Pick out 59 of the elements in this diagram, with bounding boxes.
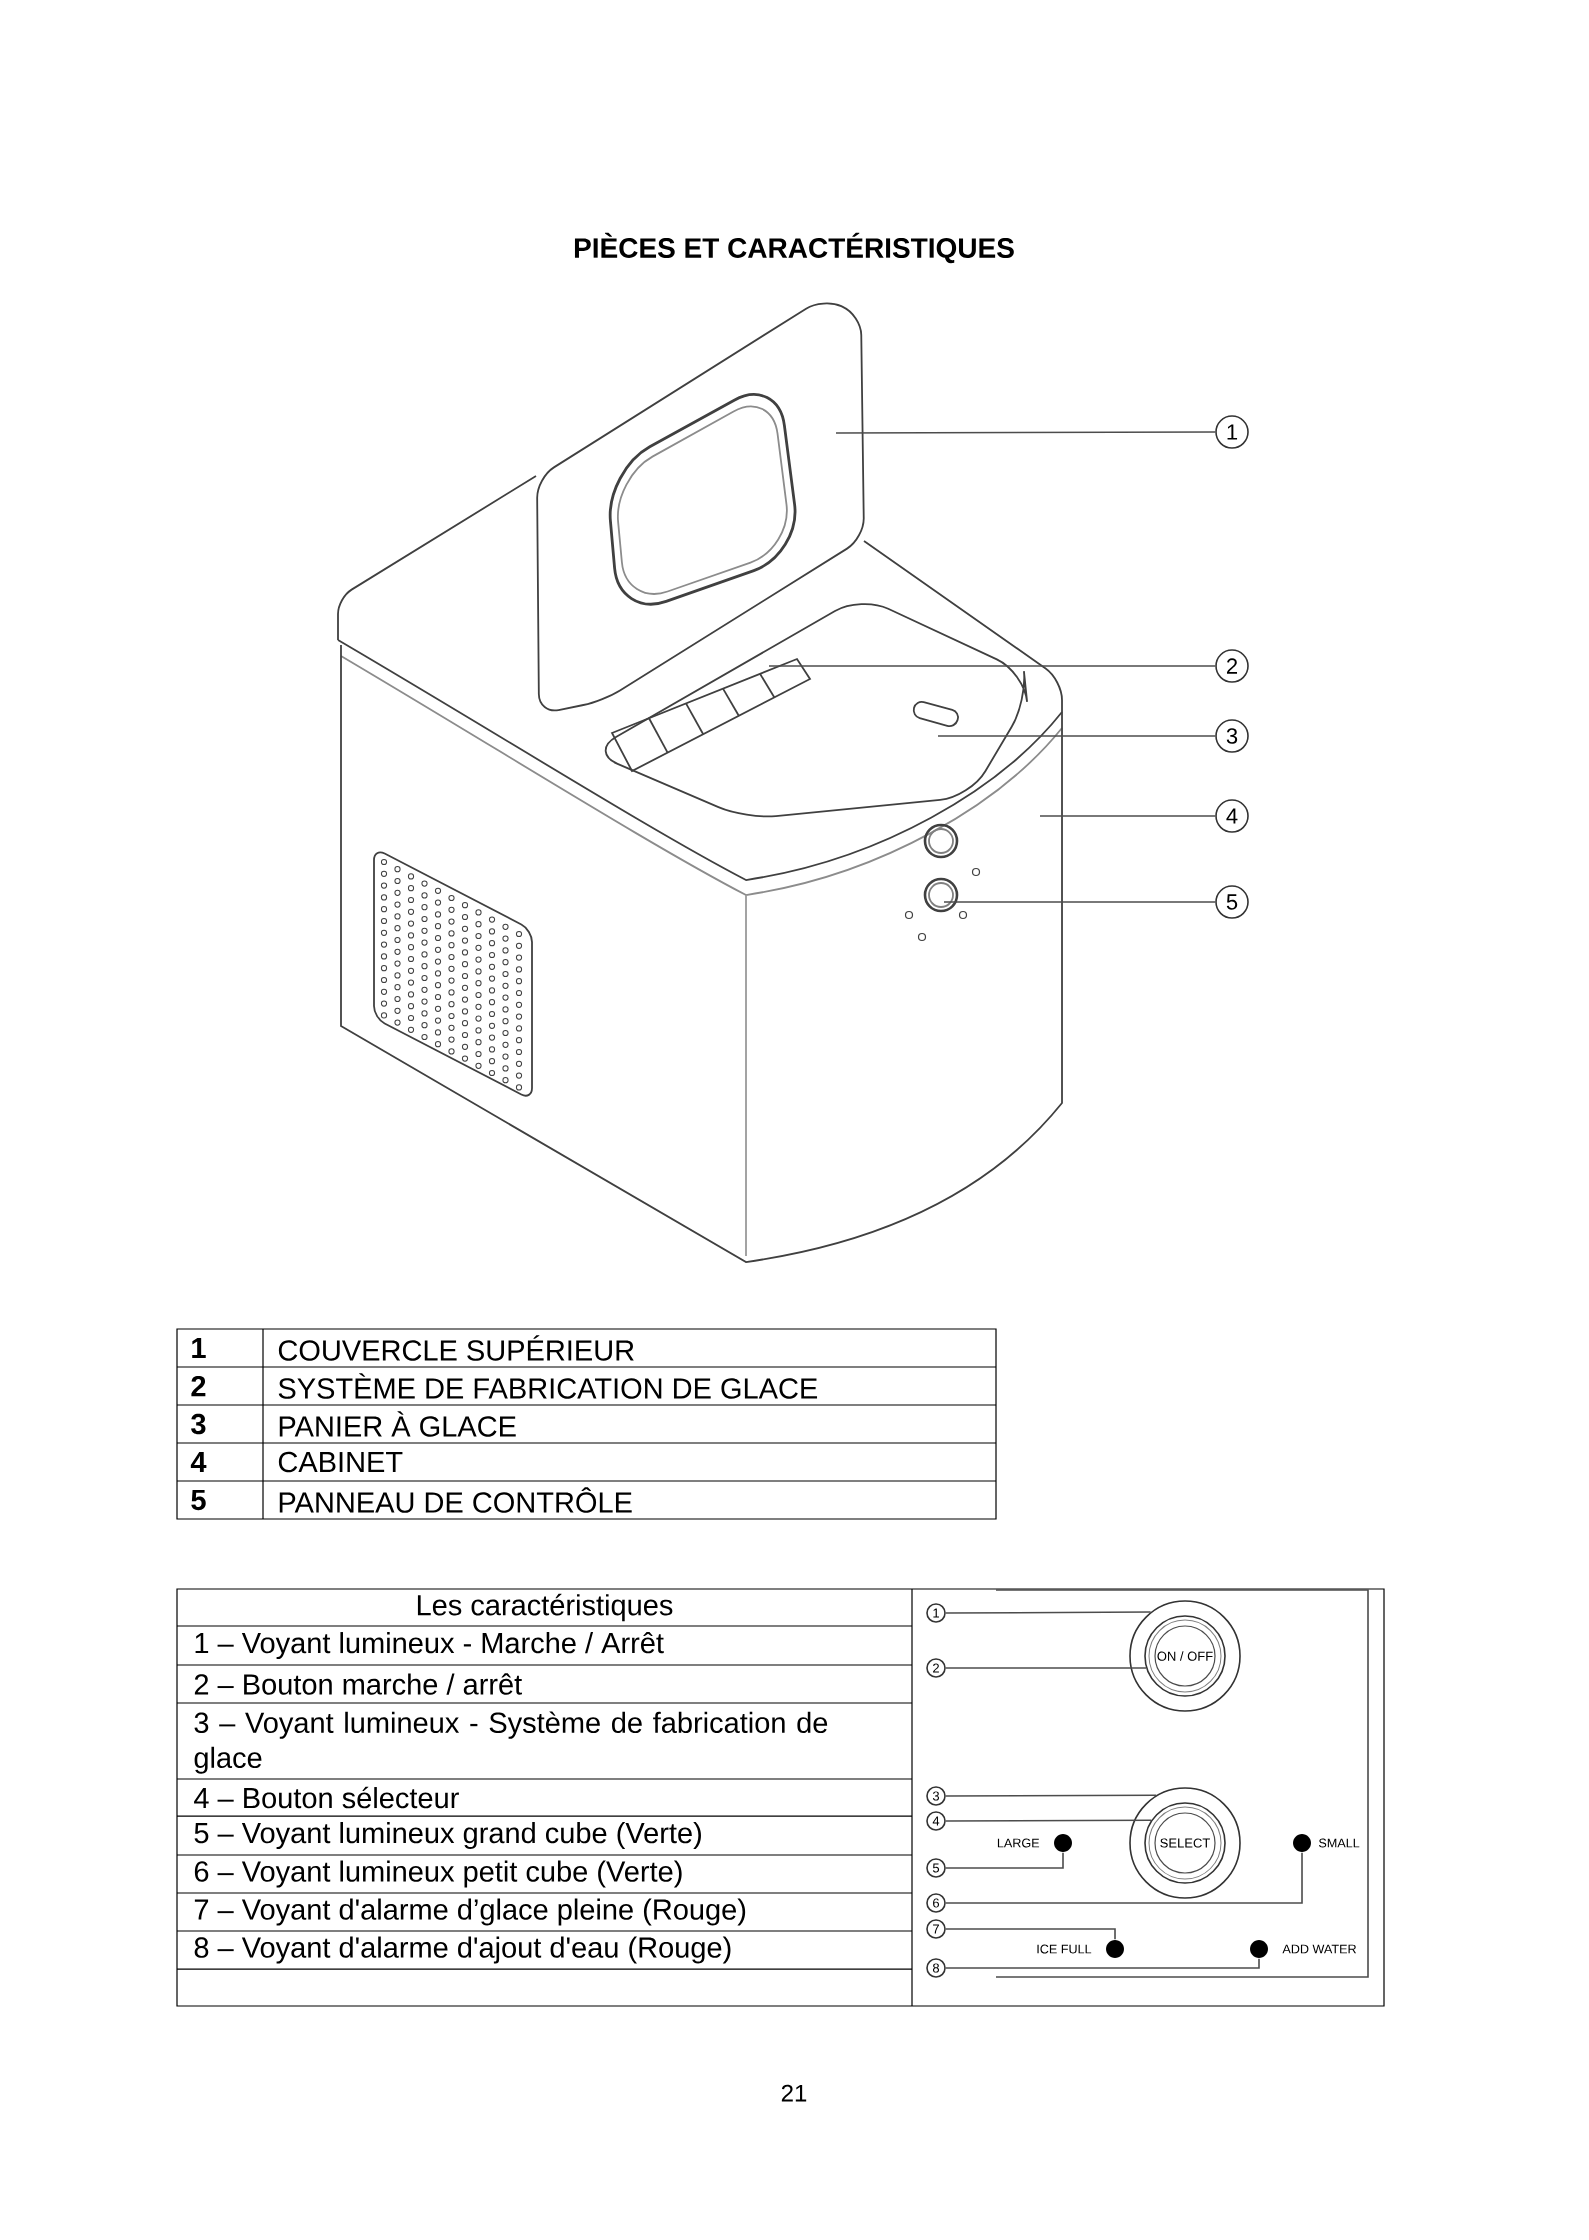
callout-number: 5 [926, 1858, 946, 1878]
feature-item: 3 – Voyant lumineux - Système de fabrication de glace [194, 1711, 828, 1774]
callout-number: 2 [1215, 649, 1249, 683]
light-label: LARGE [997, 1838, 1040, 1848]
indicator-light [1054, 1834, 1072, 1852]
feature-item: 6 – Voyant lumineux petit cube (Verte) [194, 1860, 682, 1888]
feature-item: 5 – Voyant lumineux grand cube (Verte) [194, 1822, 701, 1850]
leader-line [937, 735, 1216, 737]
part-name: PANIER À GLACE [279, 1411, 516, 1437]
leader-line [943, 901, 1216, 903]
leader-line [945, 1928, 1116, 1940]
indicator-light [1250, 1940, 1268, 1958]
callout-number: 4 [926, 1811, 946, 1831]
select-button: SELECT [1144, 1802, 1226, 1884]
callout-number: 3 [926, 1786, 946, 1806]
feature-item: 8 – Voyant d'alarme d'ajout d'eau (Rouge) [194, 1936, 731, 1964]
leader-line [835, 431, 1216, 434]
leader-line [945, 1819, 1152, 1822]
feature-item: 4 – Bouton sélecteur [194, 1786, 459, 1809]
leader-line [945, 1852, 1064, 1869]
leader-line [768, 665, 1216, 667]
indicator-light [1106, 1940, 1124, 1958]
callout-number: 8 [926, 1958, 946, 1978]
leader-line [945, 1667, 1147, 1669]
light-label: ADD WATER [1282, 1944, 1357, 1954]
leader-line [945, 1958, 1260, 1969]
part-number: 3 [191, 1413, 206, 1435]
page-number: 21 [781, 2084, 807, 2102]
feature-item: 7 – Voyant d'alarme d’glace pleine (Rouge) [194, 1898, 746, 1926]
part-name: COUVERCLE SUPÉRIEUR [278, 1335, 634, 1361]
page-title: PIÈCES ET CARACTÉRISTIQUES [574, 232, 1014, 264]
part-number: 2 [191, 1375, 206, 1397]
indicator-light [1293, 1834, 1311, 1852]
table-heading: Les caractéristiques [417, 1593, 673, 1622]
power-button: ON / OFF [1144, 1615, 1226, 1697]
leader-line [945, 1794, 1158, 1797]
part-number: 4 [190, 1452, 207, 1472]
callout-number: 2 [926, 1658, 946, 1678]
callout-number: 7 [926, 1919, 946, 1939]
callout-number: 1 [926, 1603, 946, 1623]
part-name: CABINET [278, 1451, 403, 1473]
leader-line [945, 1611, 1152, 1614]
light-label: SMALL [1318, 1838, 1360, 1848]
leader-line [945, 1852, 1303, 1904]
light-label: ICE FULL [1037, 1944, 1092, 1954]
feature-item: 2 – Bouton marche / arrêt [194, 1673, 522, 1695]
part-number: 1 [192, 1338, 206, 1358]
leader-line [1039, 815, 1216, 817]
callout-number: 5 [1215, 885, 1249, 919]
part-name: SYSTÈME DE FABRICATION DE GLACE [278, 1373, 818, 1399]
callout-number: 1 [1215, 415, 1249, 449]
indicator-ring [1129, 1787, 1241, 1899]
callout-number: 4 [1215, 799, 1249, 833]
callout-number: 6 [926, 1893, 946, 1913]
part-number: 5 [191, 1489, 206, 1511]
part-name: PANNEAU DE CONTRÔLE [279, 1487, 632, 1513]
feature-item: 1 – Voyant lumineux - Marche / Arrêt [195, 1631, 664, 1660]
indicator-ring [1129, 1600, 1241, 1712]
callout-number: 3 [1215, 719, 1249, 753]
